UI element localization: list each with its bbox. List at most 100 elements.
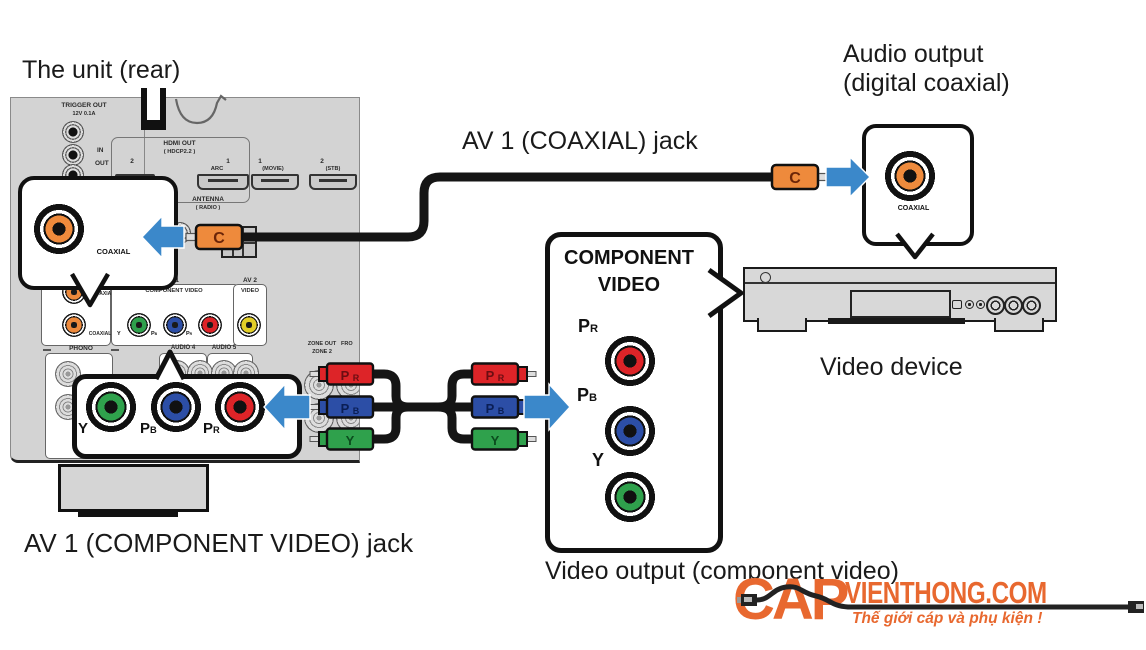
hdmi-out-label: HDMI OUT (163, 140, 196, 147)
hdmi-in-1-label: 1 (258, 158, 262, 165)
panel-pr-jack (198, 313, 222, 337)
receiver-foot (58, 464, 209, 512)
zone-2-label: ZONE 2 (312, 349, 332, 355)
trigger-rating-label: 12V 0.1A (72, 111, 96, 117)
component-video-label: COMPONENT VIDEO (145, 288, 203, 294)
in-label: IN (97, 147, 104, 154)
hdmi-in-2-port (309, 174, 357, 190)
phono-label: PHONO (69, 345, 93, 352)
logo-domain-text: VIENTHONG.COM (845, 575, 1047, 610)
audio4-label: AUDIO 4 (170, 345, 196, 351)
component-device-pb-jack (604, 405, 656, 457)
coaxial-plug-device: C (770, 163, 829, 191)
component-device-pb-label: PB (577, 385, 598, 405)
component-unit-y-jack (85, 381, 137, 433)
component-unit-y-label: Y (78, 420, 89, 437)
panel-y-jack (127, 313, 151, 337)
logo-cable-plug-right (1128, 601, 1144, 613)
heading-unit-rear: The unit (rear) (22, 56, 181, 84)
device-small-button-2 (976, 300, 985, 309)
heading-video-output: Video output (component video) (545, 557, 899, 585)
heading-video-device: Video device (820, 353, 963, 381)
hdmi-in-1-port (251, 174, 299, 190)
trigger-out-label: TRIGGER OUT (61, 102, 107, 109)
antenna-label: ANTENNA (192, 196, 224, 203)
device-disc-tray (850, 290, 951, 318)
hdmi-in-2-name: (STB) (325, 166, 341, 172)
arc-label: ARC (210, 166, 224, 172)
device-eject-button (952, 300, 962, 309)
svg-text:R: R (498, 373, 505, 383)
zone-jack-3 (304, 403, 334, 433)
component-device-title-2: VIDEO (597, 274, 661, 296)
heading-audio-output: Audio output (843, 40, 984, 68)
device-button-2 (1004, 296, 1023, 315)
antenna-sub-label: ( RADIO ) (195, 205, 221, 211)
component-device-y-label: Y (592, 450, 605, 470)
logo-tagline: Thế giới cáp và phụ kiện ! (852, 610, 1043, 627)
device-button-1 (986, 296, 1005, 315)
svg-text:B: B (498, 406, 505, 416)
panel-divider (144, 98, 146, 194)
zone-out-label: ZONE OUT (307, 341, 337, 347)
hdmi-out-1-label: 1 (226, 158, 230, 165)
device-power-led (760, 272, 771, 283)
callout-coaxial-device: COAXIAL (862, 124, 974, 246)
panel-pr-label: PR (186, 331, 193, 337)
video-label: VIDEO (240, 288, 260, 294)
component-device-title-1: COMPONENT (564, 247, 694, 269)
zone-jack-4 (336, 403, 359, 433)
hdmi-out-2-label: 2 (130, 158, 134, 165)
component-unit-pb-jack (150, 381, 202, 433)
device-foot-left (757, 318, 807, 332)
panel-coaxial-jack-2 (62, 313, 86, 337)
coaxial-unit-jack-label: COAXIAL (96, 247, 131, 256)
component-unit-pr-label: PR (203, 420, 220, 437)
component-cable (365, 369, 485, 444)
device-seam (745, 282, 1055, 284)
component-device-y-jack (604, 471, 656, 523)
component-unit-pr-jack (214, 381, 266, 433)
logo-cap-text: CAP (733, 567, 849, 632)
hdmi-in-1-name: (MOVIE) (262, 166, 284, 172)
device-foot-right (994, 318, 1044, 332)
component-unit-pb-label: PB (140, 420, 157, 437)
zone-jack-2 (336, 370, 359, 400)
coaxial-label-2: COAXIAL (88, 331, 112, 337)
panel-pb-jack (163, 313, 187, 337)
coaxial-device-jack-label: COAXIAL (897, 205, 930, 212)
panel-pb-label: PB (151, 331, 158, 337)
hdmi-in-2-label: 2 (320, 158, 324, 165)
receiver-foot-base (78, 509, 178, 517)
device-button-3 (1022, 296, 1041, 315)
panel-video-jack (237, 313, 261, 337)
hdmi-port-arc (197, 174, 249, 190)
panel-y-label: Y (117, 331, 121, 337)
video-device (743, 267, 1057, 322)
front-label: FRO (341, 341, 353, 347)
component-device-pr-jack (604, 335, 656, 387)
svg-text:P: P (486, 368, 495, 383)
av2-label: AV 2 (243, 277, 257, 284)
device-shadow-strip (828, 318, 965, 324)
antenna-terminal-block (221, 226, 257, 258)
out-label: OUT (95, 160, 109, 167)
antenna-mount-slot (147, 88, 160, 120)
callout-component-unit: Y PB PR (72, 374, 302, 459)
trigger-in-jack (62, 144, 84, 166)
hdmi-out-group-box (111, 137, 250, 203)
phono-dash-left (43, 349, 51, 351)
coaxial-device-jack (884, 150, 936, 202)
component-plugs-device: P R P B Y (470, 362, 537, 451)
heading-audio-output-sub: (digital coaxial) (843, 69, 1010, 97)
svg-text:C: C (789, 170, 801, 187)
heading-av1-coaxial-jack: AV 1 (COAXIAL) jack (462, 127, 698, 155)
callout-coaxial-unit: COAXIAL (18, 176, 178, 290)
component-device-pr-label: PR (578, 316, 599, 336)
coaxial-unit-jack (33, 203, 85, 255)
logo-cable-plug-right-inner (1136, 604, 1143, 609)
callout-component-device: COMPONENT VIDEO PR PB Y (545, 232, 723, 553)
phono-dash-right (111, 349, 119, 351)
svg-text:Y: Y (491, 433, 500, 448)
